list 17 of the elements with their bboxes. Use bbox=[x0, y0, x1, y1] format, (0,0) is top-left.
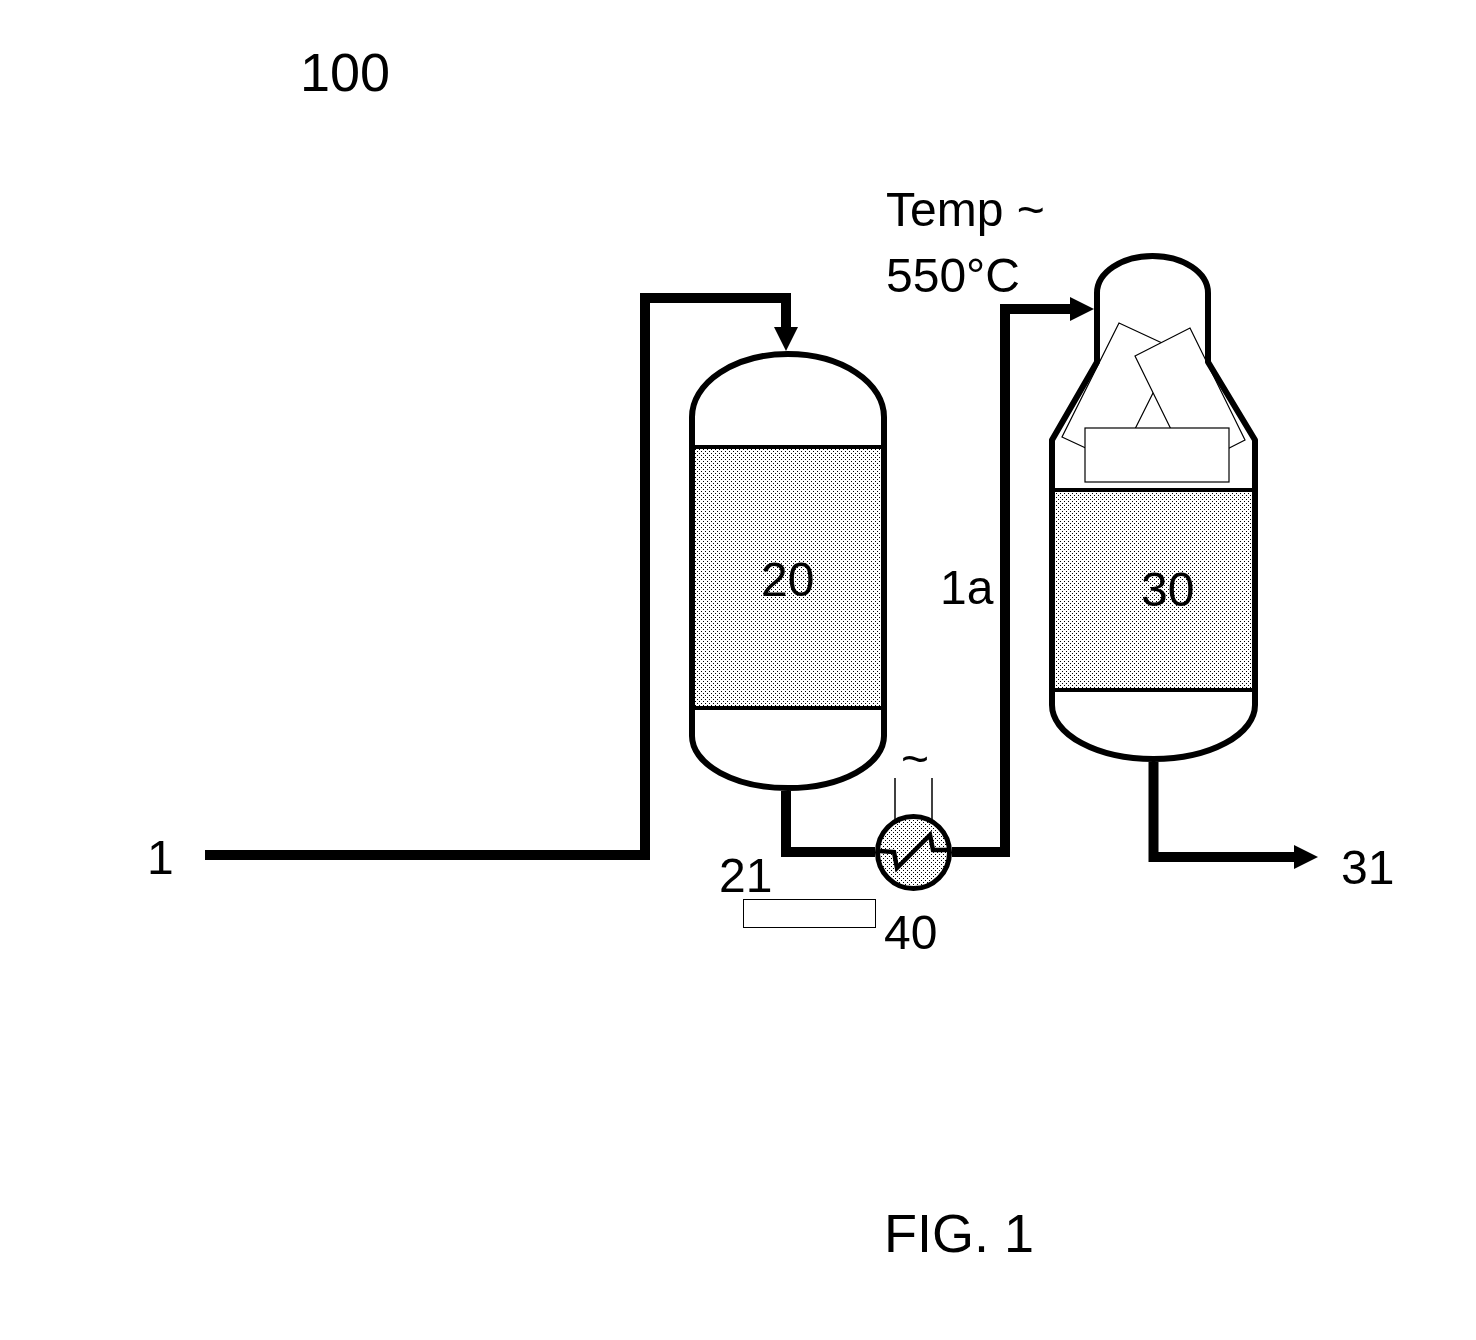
figure-caption: FIG. 1 bbox=[884, 1206, 1035, 1260]
flow-arrow bbox=[1148, 762, 1318, 869]
temperature-note: Temp ~ 550°C bbox=[886, 182, 1046, 304]
flow-arrow bbox=[205, 293, 798, 860]
pipe-line bbox=[781, 791, 875, 857]
process-vessel bbox=[689, 351, 887, 791]
empty-rectangle bbox=[743, 899, 876, 928]
flow-arrow bbox=[952, 297, 1094, 857]
process-vessel bbox=[1048, 253, 1259, 762]
stream-number: 31 bbox=[1341, 844, 1395, 892]
stream-number: 21 bbox=[719, 852, 773, 900]
heat-exchanger-symbol bbox=[875, 814, 952, 891]
tilde-symbol: ~ bbox=[901, 735, 930, 783]
stream-number: 1a bbox=[940, 564, 994, 612]
reference-number: 40 bbox=[884, 909, 938, 957]
stream-number: 1 bbox=[147, 834, 174, 882]
figure-reference-number: 100 bbox=[300, 45, 391, 99]
